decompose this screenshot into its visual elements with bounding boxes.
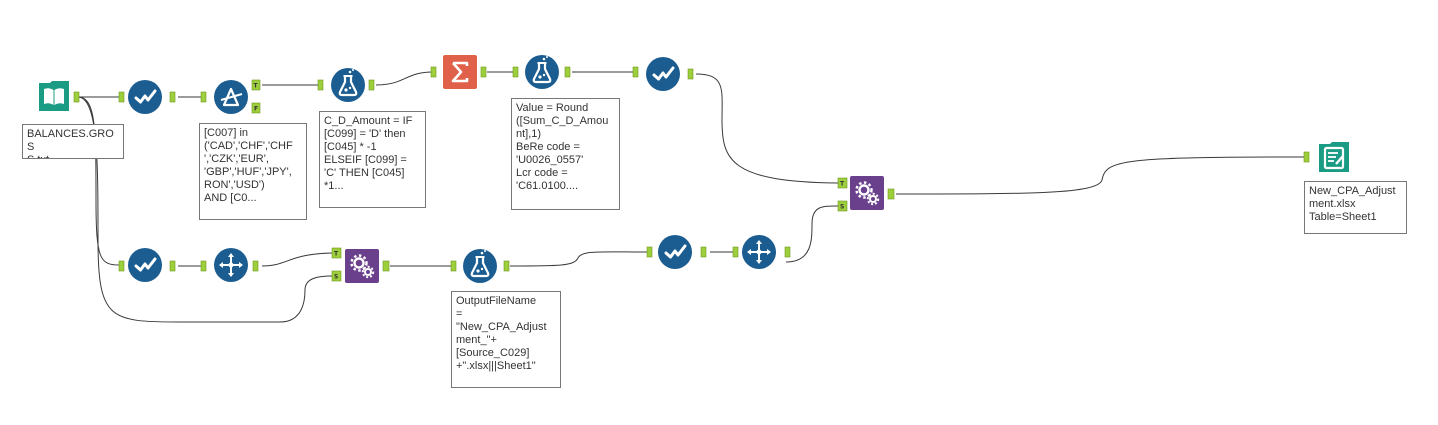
connection-unique1-append2	[261, 252, 333, 267]
input-anchor[interactable]	[118, 91, 125, 103]
output-anchor[interactable]	[382, 260, 390, 272]
true-output-anchor[interactable]	[251, 79, 261, 91]
input-anchor[interactable]	[200, 91, 207, 103]
input-anchor[interactable]	[512, 66, 519, 78]
input-anchor[interactable]	[732, 246, 739, 258]
false-anchor-label: F	[254, 106, 258, 113]
checkmark-icon	[646, 57, 680, 91]
formula-tool-2[interactable]	[524, 54, 560, 90]
checkmark-icon	[658, 235, 692, 269]
gears-icon	[345, 249, 379, 283]
true-anchor-label: T	[254, 83, 259, 90]
output-anchor[interactable]	[687, 68, 694, 80]
output-anchor[interactable]	[564, 66, 571, 78]
connection-append1-output	[895, 156, 1306, 195]
input-anchor[interactable]	[317, 79, 324, 91]
document-pencil-icon	[1319, 142, 1349, 172]
connection-input-select3	[77, 96, 121, 266]
four-arrows-icon	[214, 248, 248, 282]
output-anchor[interactable]	[73, 91, 80, 103]
output-anchor[interactable]	[700, 246, 707, 258]
input-anchor[interactable]	[200, 260, 207, 272]
append-fields-tool-1[interactable]	[849, 175, 885, 211]
output-anchor[interactable]	[887, 188, 895, 200]
target-anchor-label: T	[840, 181, 845, 188]
select-tool-3[interactable]	[127, 247, 163, 283]
delta-prism-icon	[214, 80, 248, 114]
input-anchor[interactable]	[632, 66, 639, 78]
output-data-tool[interactable]	[1316, 139, 1352, 175]
four-arrows-icon	[742, 235, 776, 269]
formula1-annotation: C_D_Amount = IF [C099] = 'D' then [C045]…	[319, 111, 426, 208]
input-annotation: BALANCES.GROS S.txt	[22, 124, 124, 159]
sigma-icon	[443, 55, 477, 89]
connection-select2-append1	[695, 73, 839, 184]
formula-tool-1[interactable]	[330, 67, 366, 103]
unique-tool-1[interactable]	[213, 247, 249, 283]
source-anchor-label: S	[840, 204, 844, 211]
filter-annotation: [C007] in ('CAD','CHF','CHF ','CZK','EUR…	[199, 123, 307, 220]
false-output-anchor[interactable]	[251, 102, 261, 114]
unique-tool-2[interactable]	[741, 234, 777, 270]
checkmark-icon	[128, 80, 162, 114]
flask-icon	[525, 55, 559, 89]
formula2-annotation: Value = Round ([Sum_C_D_Amou nt],1) BeRe…	[511, 98, 620, 210]
input-anchor[interactable]	[1303, 151, 1310, 163]
anchors: T F T S T S	[73, 66, 1310, 282]
select-tool-2[interactable]	[645, 56, 681, 92]
input-anchor[interactable]	[430, 66, 437, 78]
target-input-anchor[interactable]	[837, 177, 848, 189]
output-annotation: New_CPA_Adjust ment.xlsx Table=Sheet1	[1304, 181, 1407, 234]
source-input-anchor[interactable]	[837, 200, 848, 212]
formula-tool-3[interactable]	[462, 248, 498, 284]
input-data-tool[interactable]	[36, 78, 72, 114]
source-anchor-label: S	[334, 274, 338, 281]
gears-icon	[850, 176, 884, 210]
formula3-annotation: OutputFileName = "New_CPA_Adjust ment_"+…	[451, 291, 561, 388]
output-anchor[interactable]	[252, 260, 259, 272]
connection-formula1-summarize	[375, 71, 434, 86]
target-input-anchor[interactable]	[331, 247, 342, 259]
connection-unique2-append1	[785, 205, 839, 263]
output-anchor[interactable]	[480, 66, 487, 78]
output-anchor[interactable]	[169, 91, 176, 103]
target-anchor-label: T	[334, 251, 339, 258]
source-input-anchor[interactable]	[331, 270, 342, 282]
flask-icon	[331, 68, 365, 102]
output-anchor[interactable]	[784, 246, 791, 258]
input-anchor[interactable]	[646, 246, 653, 258]
select-tool-1[interactable]	[127, 79, 163, 115]
filter-tool[interactable]	[213, 79, 249, 115]
flask-icon	[463, 249, 497, 283]
input-anchor[interactable]	[450, 260, 457, 272]
output-anchor[interactable]	[503, 260, 510, 272]
checkmark-icon	[128, 248, 162, 282]
connection-formula3-select4	[509, 251, 649, 267]
append-fields-tool-2[interactable]	[344, 248, 380, 284]
select-tool-4[interactable]	[657, 234, 693, 270]
input-anchor[interactable]	[118, 260, 125, 272]
output-anchor[interactable]	[169, 260, 176, 272]
summarize-tool[interactable]	[442, 54, 478, 90]
output-anchor[interactable]	[368, 79, 375, 91]
book-icon	[39, 81, 69, 111]
